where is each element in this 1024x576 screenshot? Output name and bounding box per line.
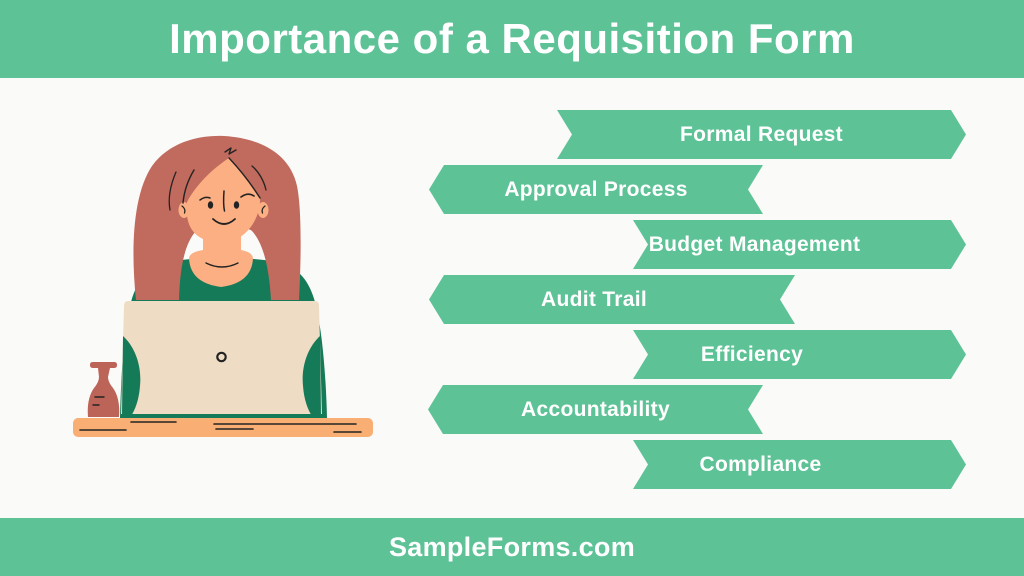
vase-rim	[90, 362, 117, 368]
vase-body	[87, 368, 120, 417]
left-strand	[168, 171, 177, 211]
laptop-logo	[216, 351, 227, 363]
left-hairline	[182, 169, 195, 204]
neck-line	[205, 262, 239, 268]
arrow-label-accountability: Accountability	[521, 397, 670, 421]
arrow-banner-approval-process: Approval Process	[429, 165, 763, 214]
arrow-banner-efficiency: Efficiency	[633, 330, 966, 379]
arrow-banner-compliance: Compliance	[633, 440, 966, 489]
fringe-line	[228, 157, 261, 199]
left-brow	[199, 196, 211, 201]
arrow-label-formal-request: Formal Request	[680, 122, 843, 146]
nose-line	[222, 190, 226, 212]
arrow-banner-audit-trail: Audit Trail	[429, 275, 795, 324]
header-banner: Importance of a Requisition Form	[0, 0, 1024, 78]
laptop	[121, 301, 322, 414]
desk	[73, 418, 373, 437]
arrow-label-efficiency: Efficiency	[700, 342, 804, 366]
right-ear-mark	[261, 205, 266, 214]
hair	[133, 135, 301, 300]
arrow-banner-formal-request: Formal Request	[557, 110, 966, 159]
page-title: Importance of a Requisition Form	[169, 15, 855, 62]
arrow-label-audit-trail: Audit Trail	[541, 287, 647, 311]
illustration-group	[73, 135, 373, 437]
right-strand	[251, 165, 267, 191]
right-arm	[302, 336, 321, 416]
arrow-banner-budget-management: Budget Management	[633, 220, 966, 269]
arrow-banner-accountability: Accountability	[428, 385, 763, 434]
crown-zigzag	[224, 147, 237, 155]
neck-chest	[189, 226, 253, 287]
site-name: SampleForms.com	[388, 531, 636, 562]
vase-marks	[92, 396, 105, 406]
left-eye	[207, 201, 214, 209]
left-arm	[122, 336, 141, 416]
right-brow	[240, 193, 255, 198]
desk-lines	[79, 421, 362, 433]
left-ear	[178, 202, 190, 218]
footer-banner: SampleForms.com	[0, 518, 1024, 576]
arrow-label-compliance: Compliance	[699, 452, 822, 476]
face	[186, 158, 260, 243]
right-ear	[257, 202, 269, 218]
right-eye	[233, 201, 240, 209]
arrow-label-budget-management: Budget Management	[648, 232, 861, 256]
smile	[212, 218, 236, 225]
arrow-label-approval-process: Approval Process	[504, 177, 688, 201]
left-ear-mark	[181, 205, 186, 214]
sweater	[120, 258, 327, 418]
